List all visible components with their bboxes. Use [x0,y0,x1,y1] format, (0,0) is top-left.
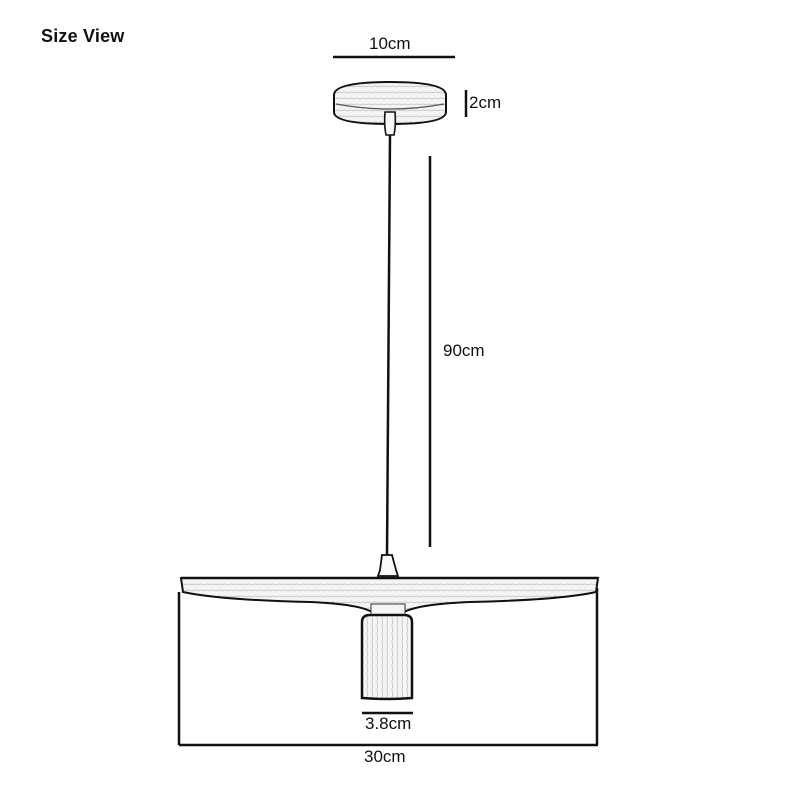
cord-length-label: 90cm [443,341,485,360]
canopy-height-label: 2cm [469,93,502,112]
cord-grip [376,554,400,577]
socket-width-label: 3.8cm [365,714,412,733]
lamp-shade [179,576,600,617]
shade-width-label: 30cm [364,747,406,766]
shade-width-dimension-bracket [177,588,599,747]
lamp-socket [360,613,414,701]
ceiling-canopy [333,80,447,136]
canopy-width-label: 10cm [369,34,411,53]
pendant-cord [385,134,392,556]
diagram-title: Size View [41,26,125,46]
